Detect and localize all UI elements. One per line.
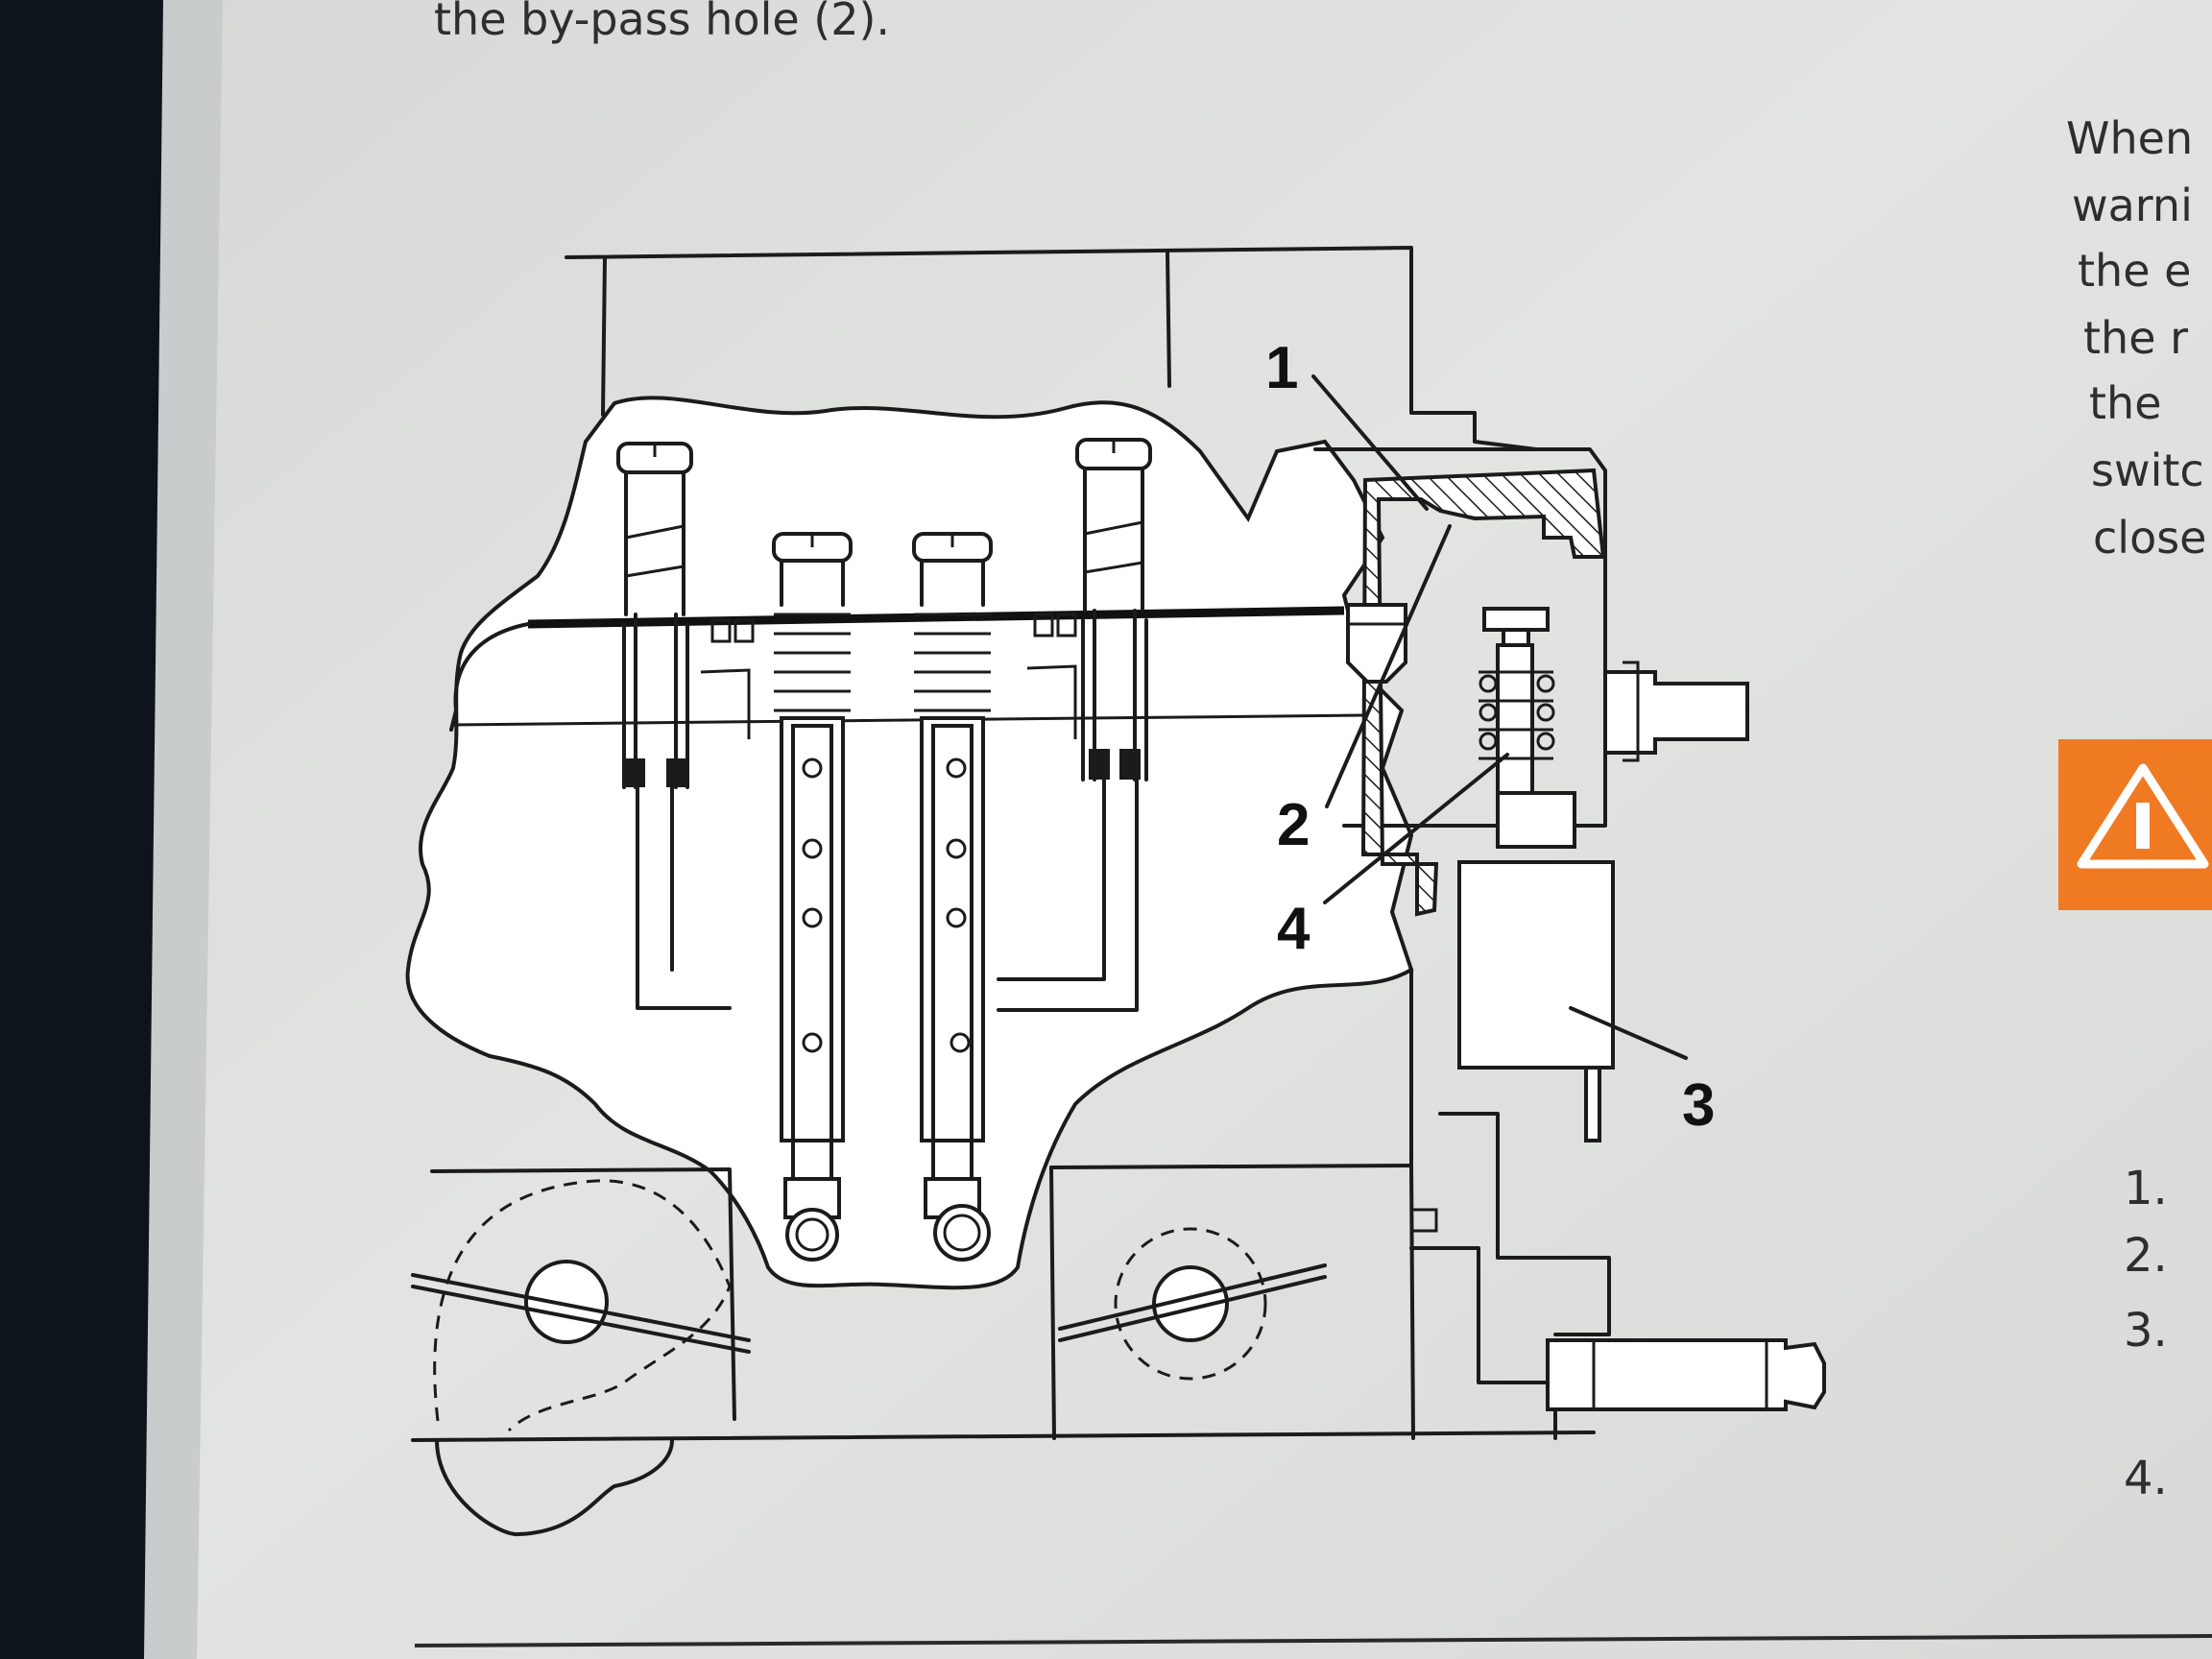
housing-divider-left: [601, 255, 607, 417]
right-line-4: the r: [2083, 312, 2188, 364]
right-line-3: the e: [2078, 245, 2191, 297]
warning-box: [2058, 739, 2212, 910]
list-number-2: 2.: [2124, 1229, 2168, 1283]
right-line-1: When: [2066, 112, 2193, 164]
right-line-6: switc: [2091, 445, 2204, 496]
warning-triangle-icon: [2077, 763, 2209, 869]
numbered-list: 1. 2. 3. 4.: [2124, 1162, 2168, 1505]
top-text-line: the by-pass hole (2).: [434, 0, 890, 45]
list-number-4: 4.: [2124, 1452, 2168, 1505]
bottom-rule: [414, 1634, 2212, 1647]
list-number-3: 3.: [2124, 1304, 2168, 1358]
callout-1: 1: [1265, 335, 1298, 401]
cutoff-valve-assembly: [1313, 447, 1826, 1440]
callout-4: 4: [1277, 896, 1310, 962]
idle-screw-right: [997, 438, 1152, 1012]
right-column-text: When warni the e the r the switc close: [2066, 112, 2206, 564]
emulsion-tube-left: [772, 532, 853, 1262]
body-horizontal-1: [450, 713, 1364, 727]
right-line-7: close: [2093, 512, 2206, 564]
gasket-ports: [700, 613, 1077, 739]
throttle-body: [411, 1164, 1596, 1537]
callout-2: 2: [1277, 792, 1310, 858]
warning-background: [2058, 739, 2212, 910]
solenoid-body: [1457, 860, 1615, 1070]
right-line-2: warni: [2072, 180, 2193, 231]
hatched-housing: [1360, 468, 1606, 917]
gasket-line: [527, 606, 1345, 629]
carburetor-diagram: 1 2 3 4: [405, 246, 1826, 1537]
body-left: [449, 622, 530, 732]
top-housing: [565, 246, 1538, 451]
housing-divider-right: [1166, 250, 1171, 388]
list-number-1: 1.: [2124, 1162, 2168, 1215]
idle-screw-left: [616, 442, 732, 1010]
leader-lines: [1311, 374, 1688, 1060]
callout-3: 3: [1682, 1072, 1715, 1139]
emulsion-tube-right: [912, 532, 993, 1262]
right-line-5: the: [2089, 377, 2162, 429]
